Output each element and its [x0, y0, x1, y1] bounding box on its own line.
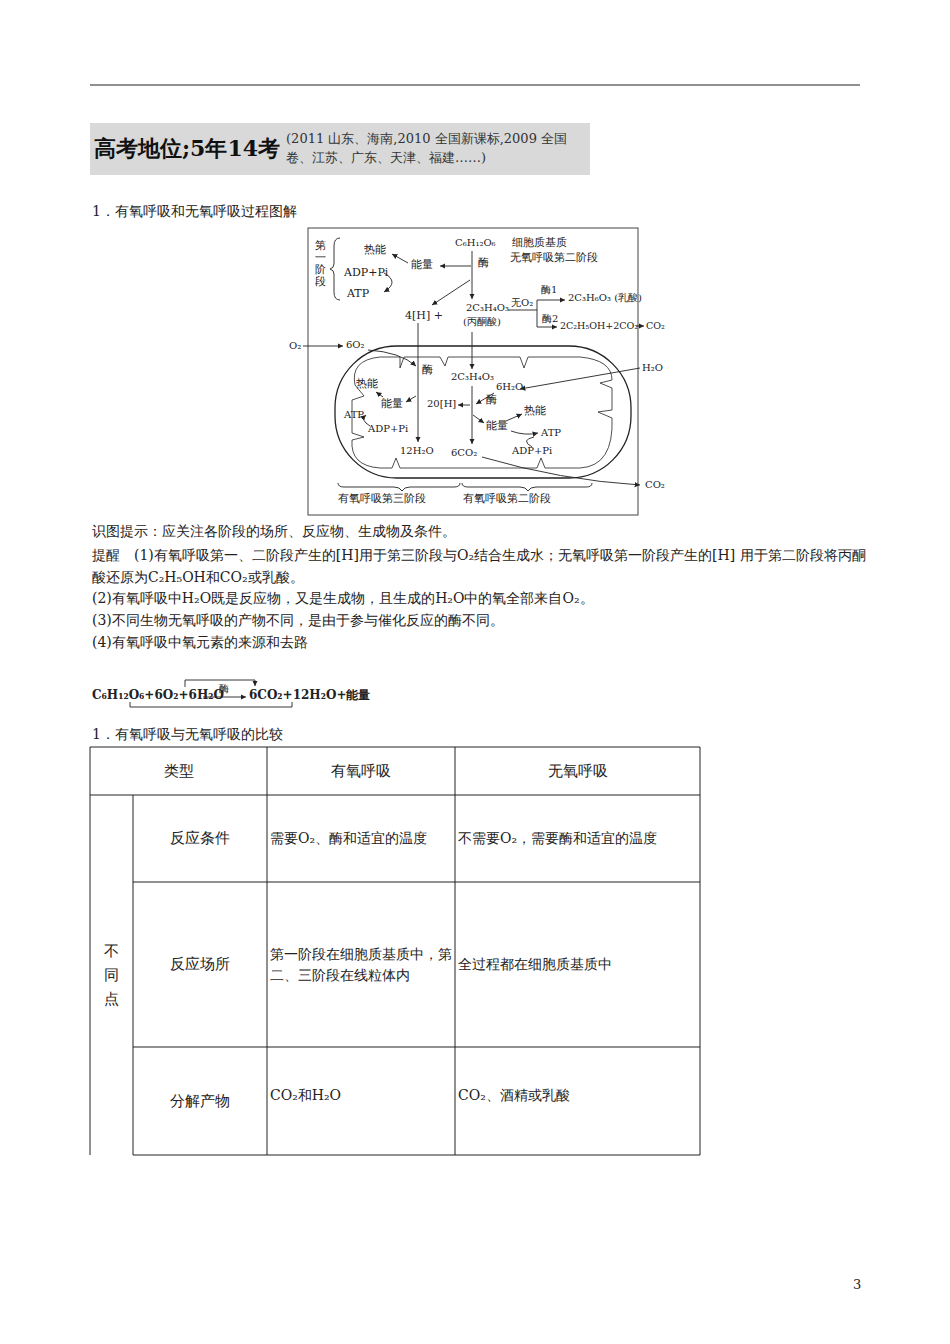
text-label: 有氧呼吸第二阶段 [463, 492, 551, 506]
table-cell-box: 需要O₂、酶和适宜的温度 [267, 795, 455, 882]
text-label: 热能 [364, 243, 386, 257]
table-cell: 第一阶段在细胞质基质中，第 二、三阶段在线粒体内 [270, 944, 452, 986]
table-cell: 无氧呼吸 [548, 760, 608, 783]
banner-box: 高考地位;5年14考(2011 山东、海南,2010 全国新课标,2009 全国… [90, 123, 590, 175]
text-label: H₂O [642, 362, 663, 375]
text-label: 有氧呼吸第三阶段 [338, 492, 426, 506]
text-label: C₆H₁₂O₆+6O₂+6H₂O [92, 688, 224, 703]
text-label: 热能 [524, 404, 546, 418]
table-cell-box: 有氧呼吸 [267, 747, 455, 795]
text-label: C₆H₁₂O₆ [455, 237, 496, 250]
text-label: 酶 [478, 256, 489, 270]
text-label: 12H₂O [400, 445, 434, 458]
text-label: ATP [344, 409, 364, 422]
text-label: 无氧呼吸第二阶段 [510, 251, 598, 265]
text-label: ADP+Pi [344, 266, 388, 280]
text-label: (4)有氧呼吸中氧元素的来源和去路 [92, 634, 308, 652]
table-cell: CO₂和H₂O [270, 1085, 341, 1106]
text-label: 3 [853, 1277, 861, 1293]
text-label: 2C₃H₄O₃ [466, 302, 509, 315]
text-label: 6CO₂+12H₂O+能量 [249, 688, 370, 703]
text-label: O₂ [289, 340, 301, 353]
table-cell-box: 反应条件 [133, 795, 267, 882]
text-label: 细胞质基质 [512, 236, 567, 250]
text-label: 酶 [486, 393, 497, 407]
table-cell: 分解产物 [170, 1090, 230, 1113]
text-label: 6O₂ [346, 339, 365, 352]
text-label: (2)有氧呼吸中H₂O既是反应物，又是生成物，且生成的H₂O中的氧全部来自O₂。 [92, 590, 594, 608]
text-label: ATP [347, 287, 369, 301]
text-label: 能量 [411, 258, 433, 272]
text-label: (3)不同生物无氧呼吸的产物不同，是由于参与催化反应的酶不同。 [92, 612, 504, 630]
table-cell-box: 类型 [90, 747, 267, 795]
text-label: 酶 [219, 683, 229, 695]
table-cell: CO₂、酒精或乳酸 [458, 1085, 570, 1106]
banner-title: 高考地位;5年14考 [94, 134, 280, 164]
table-cell-box: 不同点 [90, 795, 133, 1155]
table-cell: 需要O₂、酶和适宜的温度 [270, 828, 427, 849]
text-label: 2C₂H₅OH+2CO₂ [560, 320, 638, 332]
text-label: 1．有氧呼吸和无氧呼吸过程图解 [92, 203, 297, 221]
text-label: (丙酮酸) [463, 316, 501, 329]
text-label: 识图提示：应关注各阶段的场所、反应物、生成物及条件。 [92, 523, 456, 541]
table-cell: 类型 [164, 760, 194, 783]
table-cell: 不需要O₂，需要酶和适宜的温度 [458, 828, 657, 849]
text-label: 2C₃H₄O₃ [451, 371, 494, 384]
text-label: 6H₂O [496, 381, 523, 394]
table-cell: 不同点 [104, 939, 119, 1011]
table-cell: 反应场所 [170, 953, 230, 976]
table-cell-box: 全过程都在细胞质基质中 [455, 882, 700, 1047]
banner-note: (2011 山东、海南,2010 全国新课标,2009 全国卷、江苏、广东、天津… [286, 130, 586, 168]
table-cell-box: 无氧呼吸 [455, 747, 700, 795]
text-label: 第一阶段 [315, 240, 326, 288]
text-label: 能量 [381, 397, 403, 411]
table-cell: 有氧呼吸 [331, 760, 391, 783]
text-label: 2C₃H₆O₃ (乳酸) [568, 292, 642, 305]
text-label: 1．有氧呼吸与无氧呼吸的比较 [92, 726, 283, 744]
text-label: 热能 [356, 377, 378, 391]
text-label: 6CO₂ [451, 447, 477, 460]
table-cell-box: CO₂、酒精或乳酸 [455, 1047, 700, 1155]
table-cell-box: 反应场所 [133, 882, 267, 1047]
table-cell-box: 不需要O₂，需要酶和适宜的温度 [455, 795, 700, 882]
table-cell-box: CO₂和H₂O [267, 1047, 455, 1155]
text-label: 酶 [422, 363, 433, 377]
text-label: 能量 [486, 419, 508, 433]
text-label: 4[H] + [405, 309, 443, 323]
table-cell-box: 分解产物 [133, 1047, 267, 1155]
text-label: 酶1 [541, 284, 557, 297]
text-label: ADP+Pi [512, 445, 552, 458]
text-label: 20[H] [427, 398, 456, 411]
table-cell: 全过程都在细胞质基质中 [458, 954, 612, 975]
text-label: CO₂ [645, 479, 665, 492]
table-cell: 反应条件 [170, 827, 230, 850]
text-label: 提醒 (1)有氧呼吸第一、二阶段产生的[H]用于第三阶段与O₂结合生成水；无氧呼… [92, 545, 867, 588]
text-label: ADP+Pi [368, 423, 408, 436]
table-cell-box: 第一阶段在细胞质基质中，第 二、三阶段在线粒体内 [267, 882, 455, 1047]
text-label: ATP [541, 427, 561, 440]
text-label: 无O₂ [511, 297, 533, 310]
text-label: 酶2 [542, 313, 558, 326]
text-label: CO₂ [646, 320, 665, 332]
